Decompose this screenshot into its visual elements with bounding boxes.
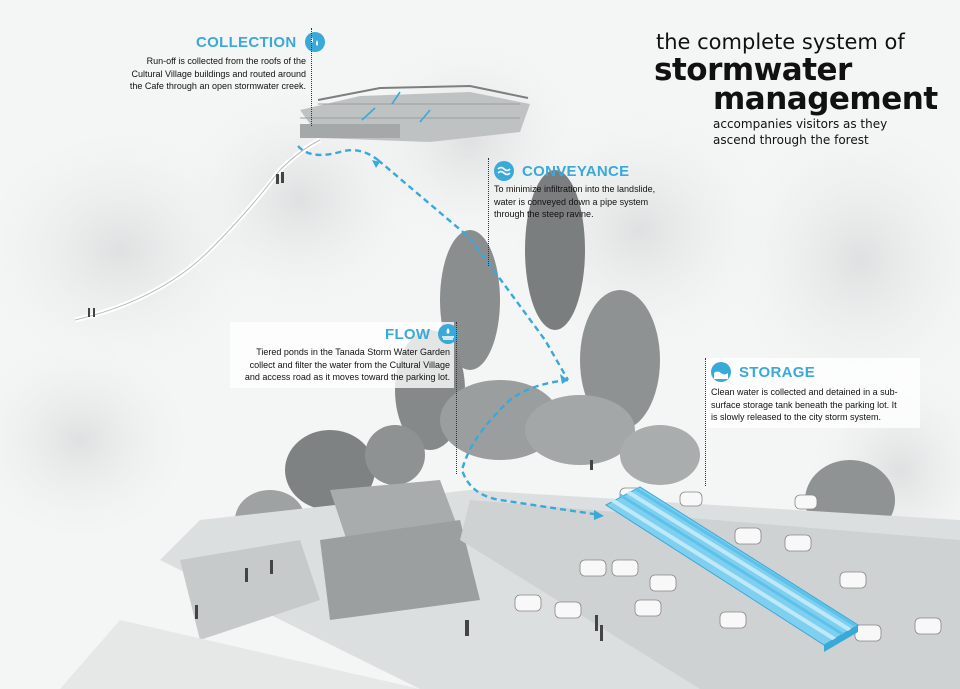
water-pool-icon — [438, 324, 459, 344]
flow-leader-line — [456, 322, 457, 474]
parked-cars — [514, 487, 942, 642]
title-subtitle: accompanies visitors as they ascend thro… — [713, 117, 888, 147]
wave-circle-icon — [494, 161, 514, 181]
storage-panel — [706, 358, 920, 428]
storage-tank — [605, 486, 859, 652]
water-route — [297, 145, 601, 517]
water-drops-icon — [304, 32, 325, 52]
collection-heading: COLLECTION — [196, 32, 325, 52]
title-line-3: management — [713, 81, 938, 117]
collection-leader-line — [311, 28, 312, 126]
flow-text: Tiered ponds in the Tanada Storm Water G… — [244, 347, 450, 382]
title-line-1: the complete system of — [656, 30, 905, 54]
flow-arrows — [372, 160, 604, 520]
water-level-icon — [711, 362, 731, 382]
flow-panel — [230, 322, 454, 388]
storage-text: Clean water is collected and detained in… — [711, 387, 898, 422]
flow-heading: FLOW — [385, 324, 459, 344]
collection-text: Run-off is collected from the roofs of t… — [129, 56, 306, 91]
title-line-2: stormwater — [654, 52, 852, 88]
conveyance-heading: CONVEYANCE — [494, 161, 629, 181]
cafe-building — [300, 84, 530, 142]
people — [88, 172, 603, 641]
storage-leader-line — [705, 358, 706, 486]
conveyance-text: To minimize infiltration into the landsl… — [494, 184, 656, 219]
storage-heading: STORAGE — [711, 362, 815, 382]
conveyance-leader-line — [488, 158, 489, 266]
